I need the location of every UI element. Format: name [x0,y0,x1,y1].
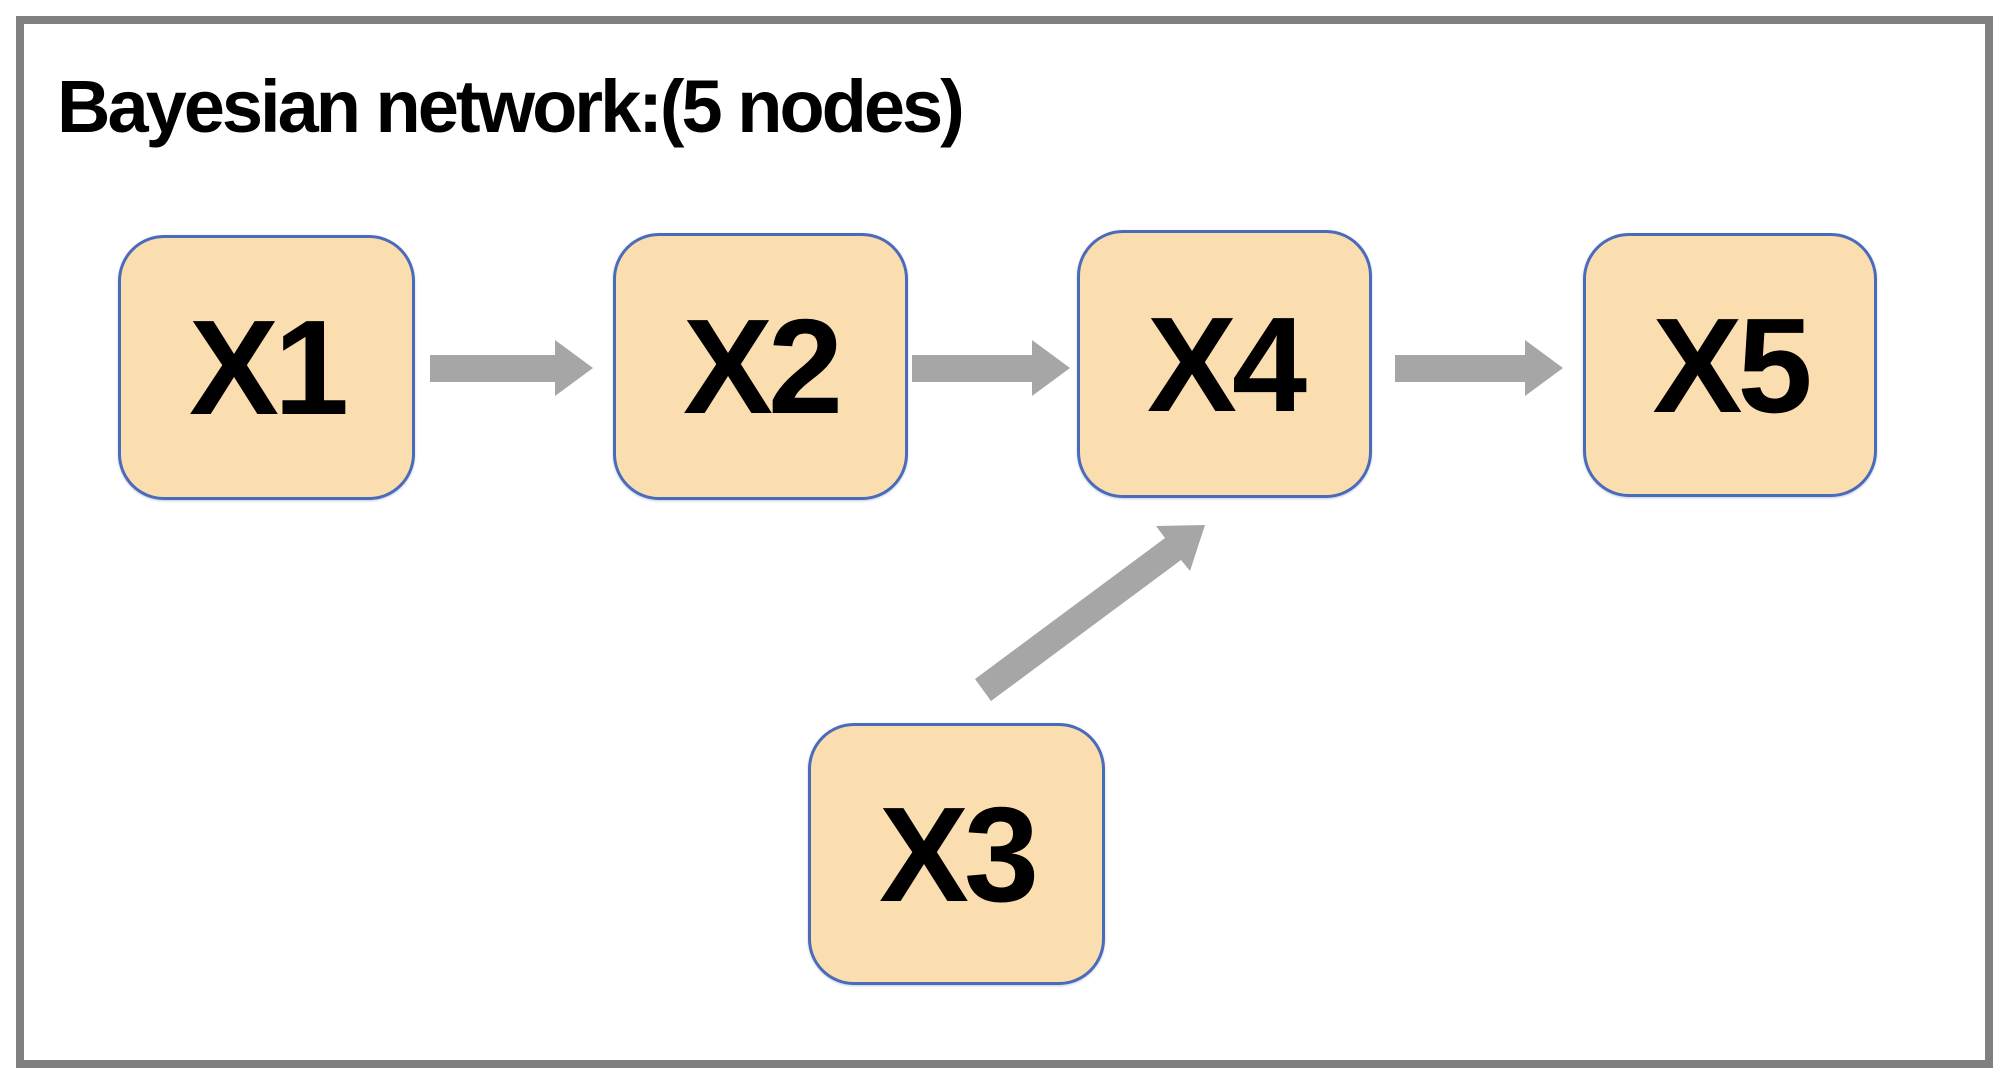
node-x4[interactable]: X4 [1077,230,1372,498]
node-x2[interactable]: X2 [613,233,908,500]
node-x5-label: X5 [1652,289,1812,441]
node-x3[interactable]: X3 [808,723,1105,985]
node-x1[interactable]: X1 [118,235,415,500]
node-x3-label: X3 [878,778,1039,930]
node-x1-label: X1 [188,292,349,443]
node-x4-label: X4 [1146,288,1307,440]
node-x2-label: X2 [682,291,843,442]
diagram-title: Bayesian network:(5 nodes) [57,65,965,148]
node-x5[interactable]: X5 [1583,233,1877,497]
